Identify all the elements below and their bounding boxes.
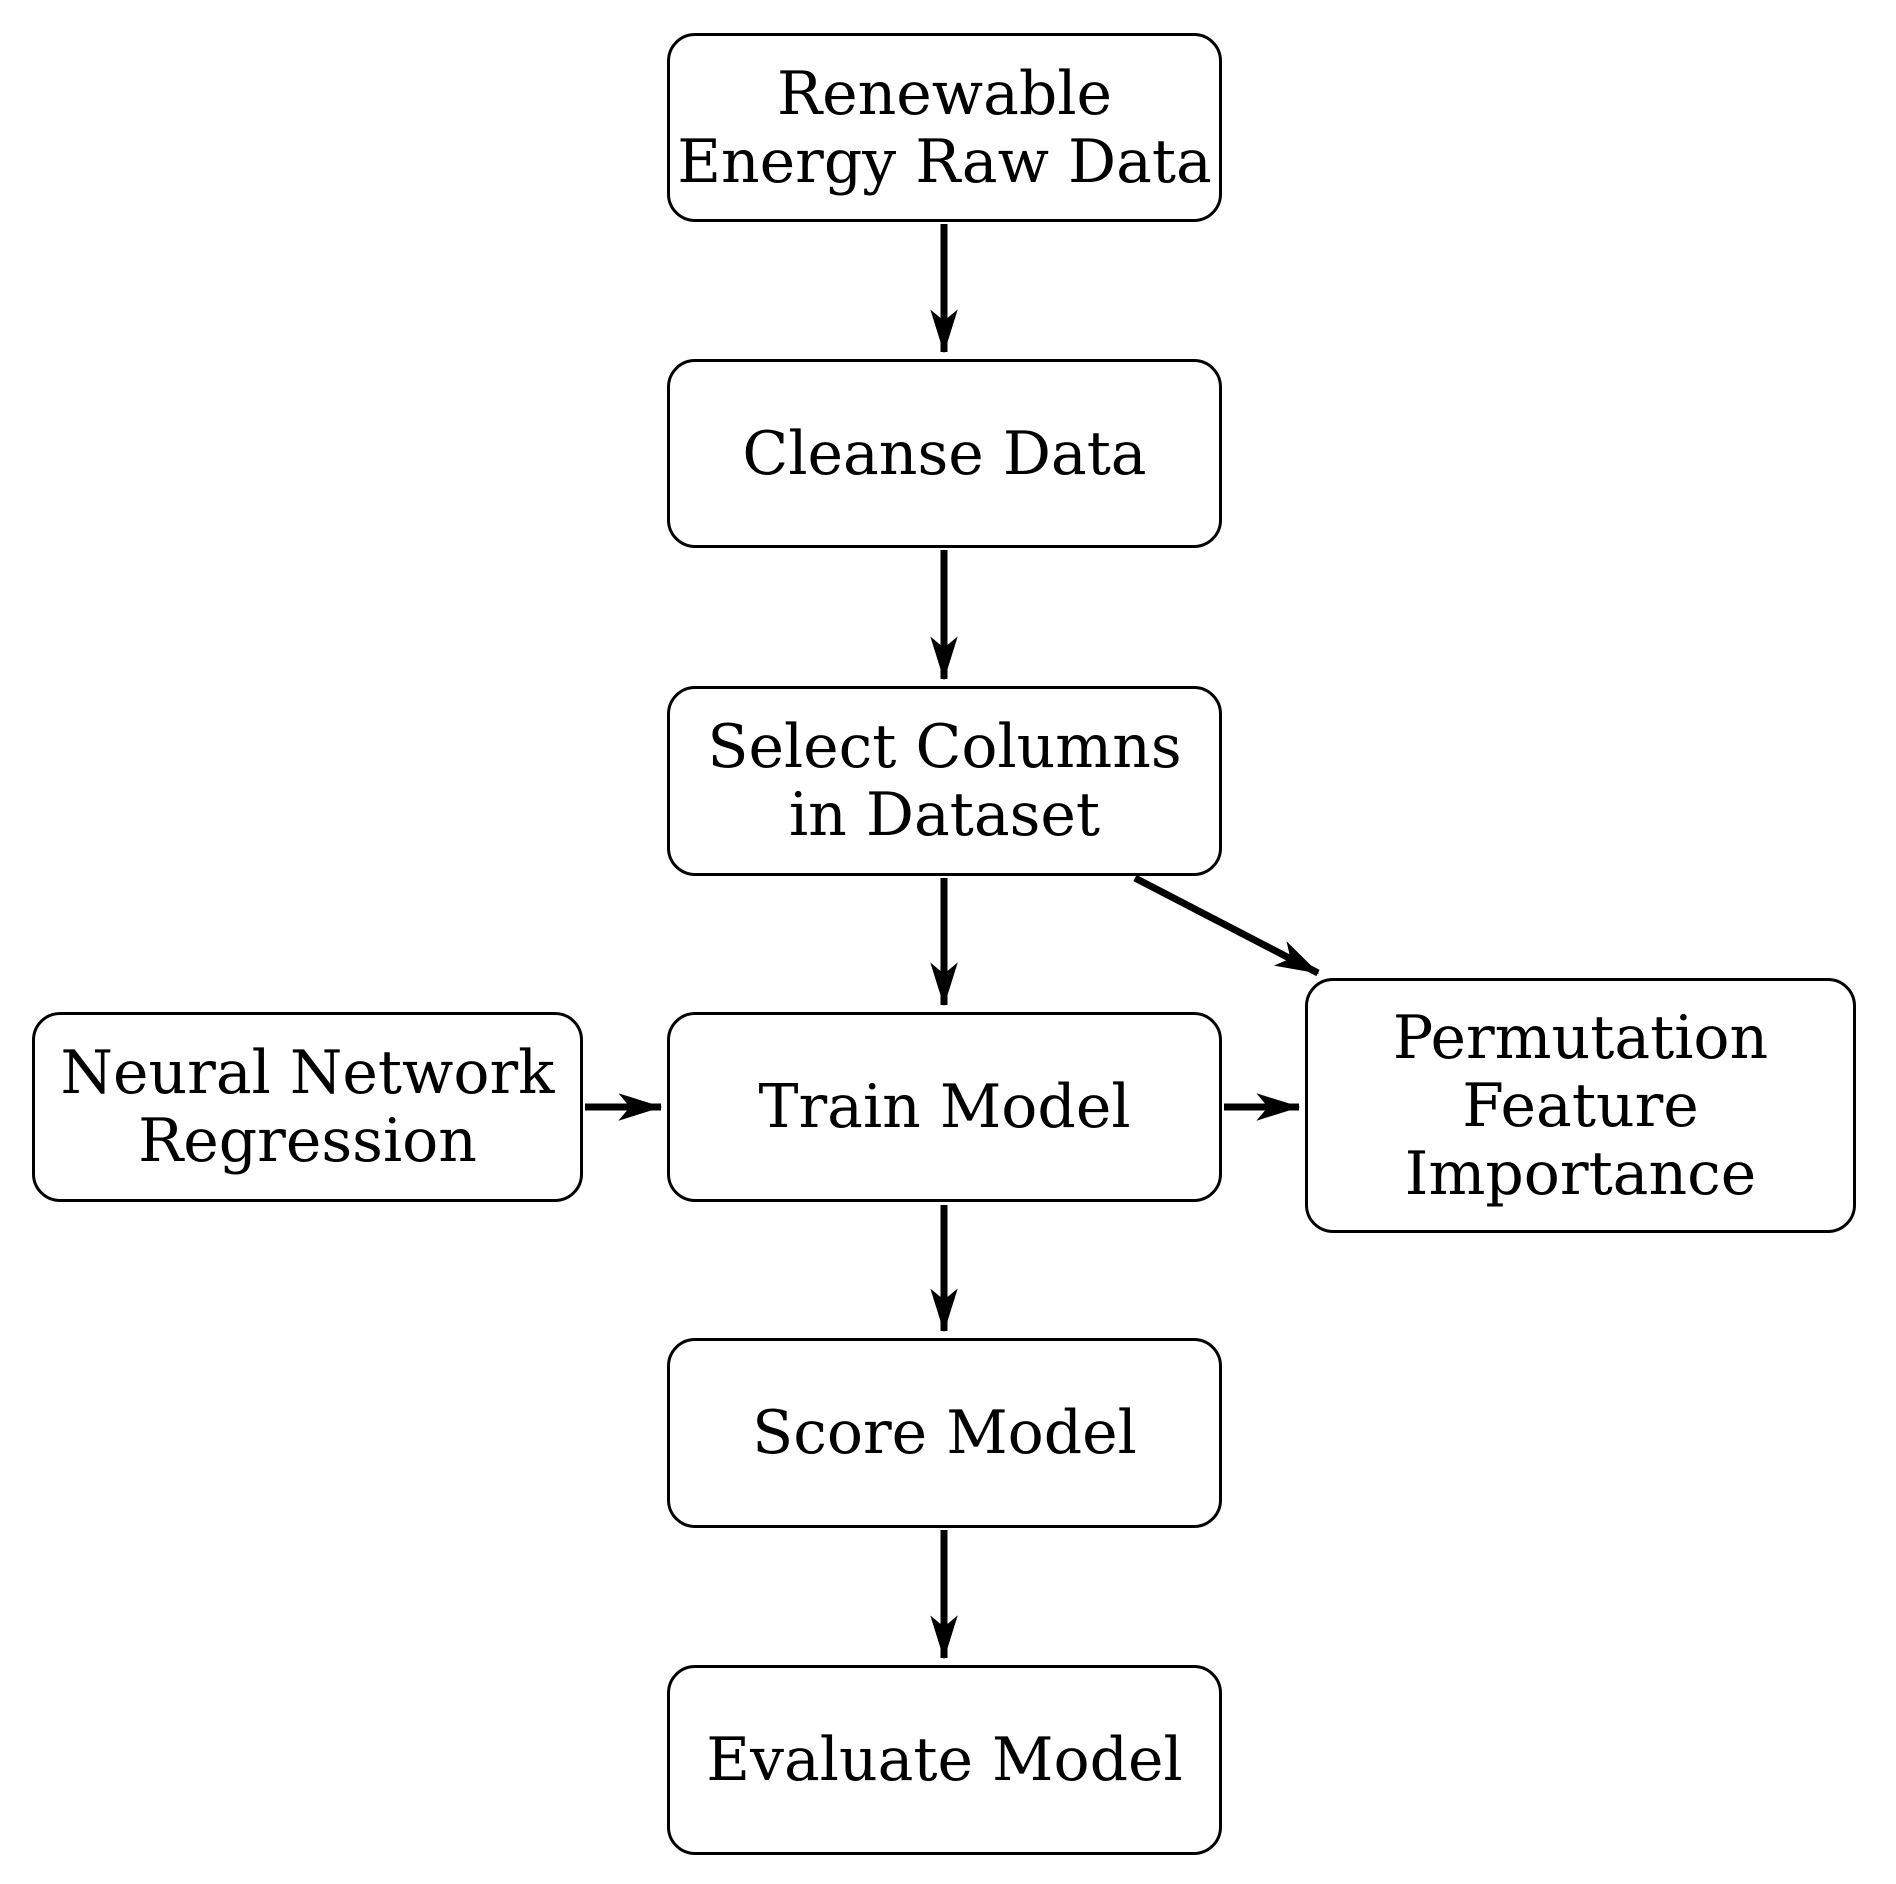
node-score-model-label: Score Model: [752, 1398, 1137, 1468]
node-cleanse-data: Cleanse Data: [667, 359, 1222, 548]
node-select-columns-in-dataset-label: Select Columns in Dataset: [707, 712, 1182, 850]
node-permutation-feature-importance: Permutation Feature Importance: [1305, 978, 1856, 1233]
node-train-model-label: Train Model: [758, 1072, 1131, 1142]
node-neural-network-regression-label: Neural Network Regression: [60, 1038, 555, 1176]
arrow-select-to-permutation: [1133, 874, 1320, 977]
node-evaluate-model-label: Evaluate Model: [706, 1725, 1183, 1795]
node-score-model: Score Model: [667, 1338, 1222, 1528]
node-renewable-energy-raw-data-label: Renewable Energy Raw Data: [677, 58, 1212, 197]
node-cleanse-data-label: Cleanse Data: [742, 418, 1147, 489]
node-permutation-feature-importance-label: Permutation Feature Importance: [1392, 1002, 1769, 1209]
node-evaluate-model: Evaluate Model: [667, 1665, 1222, 1855]
node-neural-network-regression: Neural Network Regression: [32, 1012, 583, 1202]
node-select-columns-in-dataset: Select Columns in Dataset: [667, 686, 1222, 876]
node-train-model: Train Model: [667, 1012, 1222, 1202]
node-renewable-energy-raw-data: Renewable Energy Raw Data: [667, 33, 1222, 222]
